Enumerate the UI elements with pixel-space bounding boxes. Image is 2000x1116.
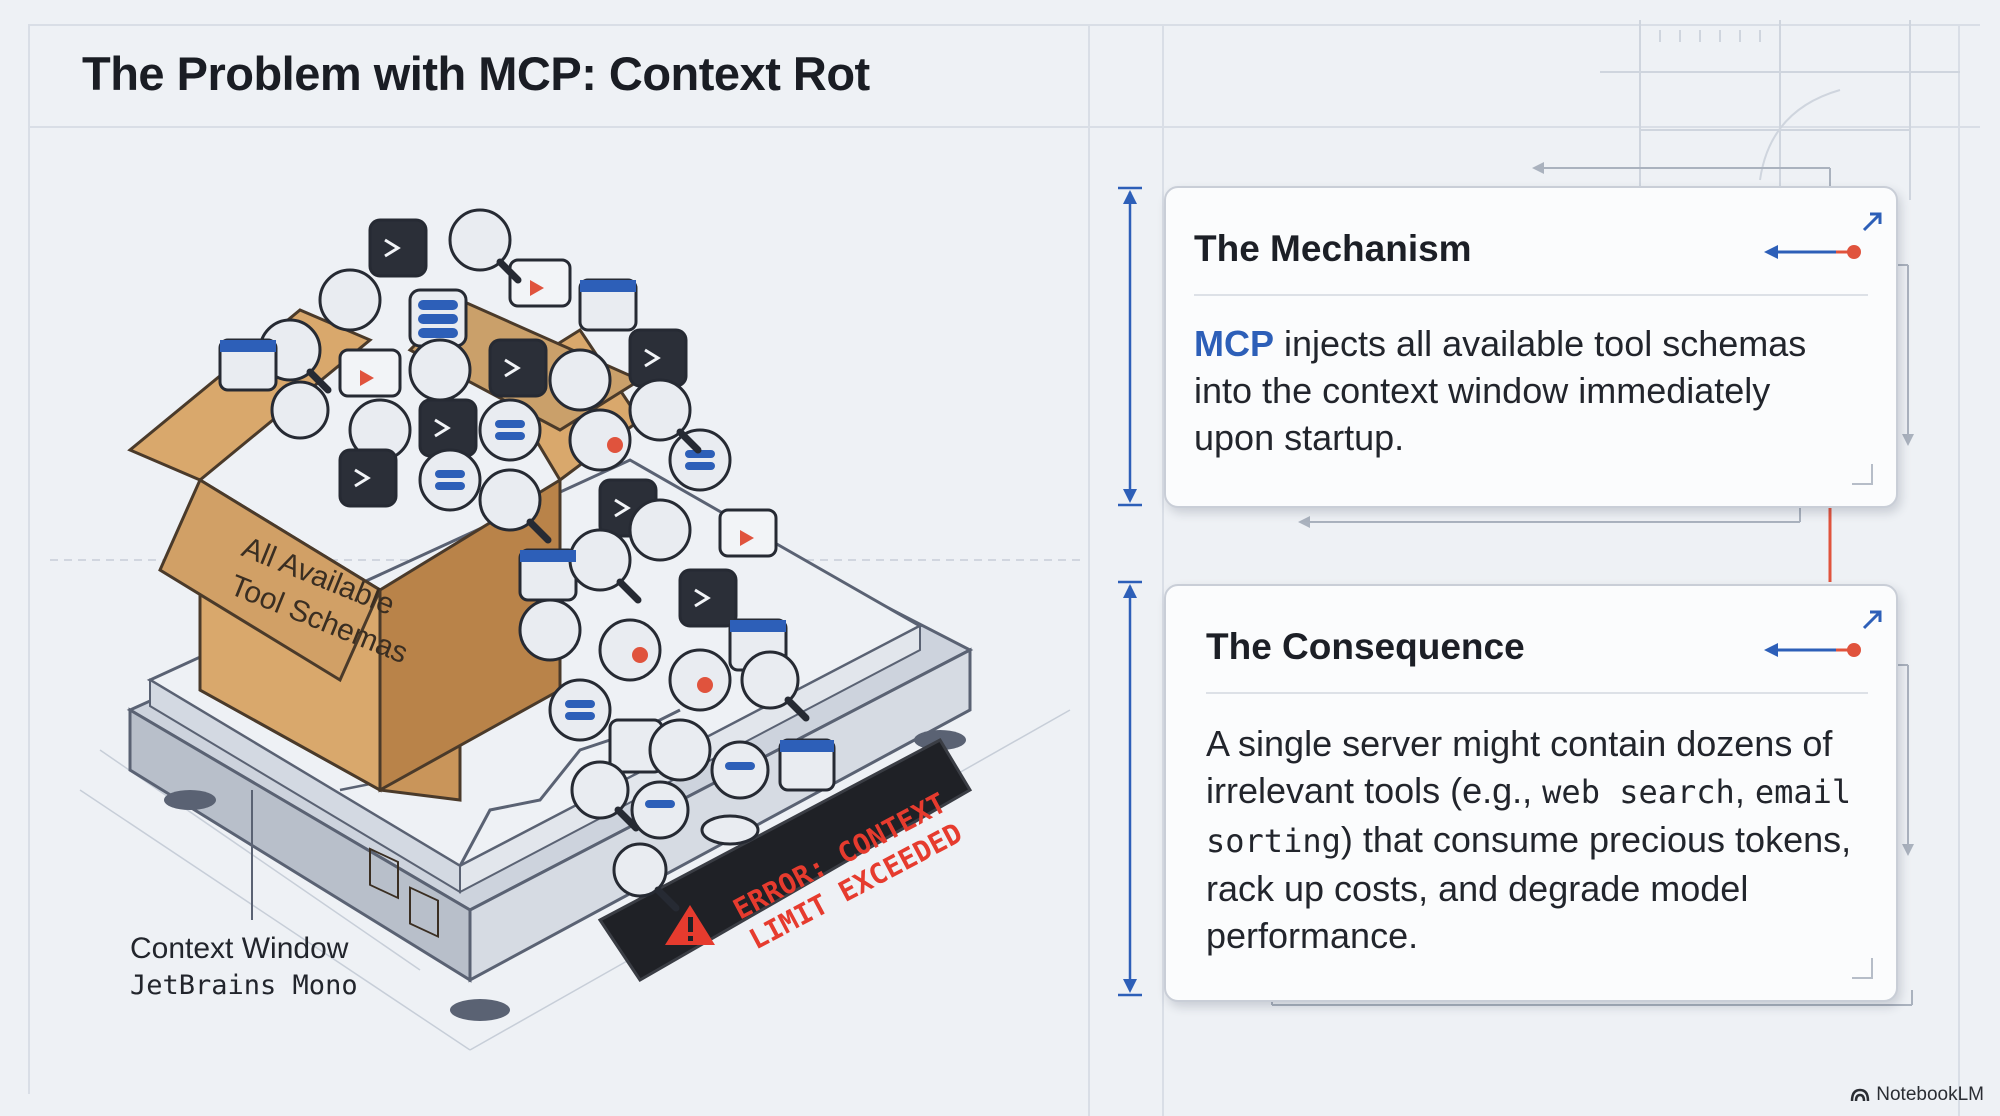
notebooklm-brand: NotebookLM: [1850, 1084, 1984, 1106]
gear-icon: [648, 718, 712, 782]
consequence-text-1: A single server might contain dozens of …: [1206, 723, 1833, 811]
page-title: The Problem with MCP: Context Rot: [82, 47, 870, 100]
database-icon: [478, 398, 542, 462]
mail-icon: [508, 258, 572, 308]
context-rot-illustration: ERROR: CONTEXT LIMIT EXCEEDED All Availa…: [50, 208, 1080, 1051]
column-divider-2: [1162, 24, 1164, 1116]
gear-icon: [628, 498, 692, 562]
font-sublabel: JetBrains Mono: [130, 970, 358, 1001]
header-divider: [28, 126, 1980, 128]
search-icon: [478, 468, 542, 532]
context-window-label: Context Window: [130, 932, 349, 965]
link-arrow-icon: [1764, 212, 1882, 259]
gear-icon: [548, 348, 612, 412]
mechanism-card: The Mechanism MCP injects all available …: [1164, 186, 1898, 508]
cardboard-box: All Available Tool Schemas: [127, 298, 644, 939]
card-connectors: [1118, 162, 1914, 1006]
search-icon: [570, 760, 630, 820]
consequence-text-2: ,: [1734, 770, 1755, 811]
mechanism-text: injects all available tool schemas into …: [1194, 323, 1807, 458]
frame-line-top: [28, 24, 1980, 26]
consequence-body: A single server might contain dozens of …: [1206, 720, 1876, 959]
database-icon: [418, 448, 482, 512]
card-divider: [1194, 294, 1868, 296]
blueprint-decoration: [1600, 20, 1960, 200]
warning-icon: [665, 905, 715, 945]
frame-line-right: [1958, 24, 1960, 1116]
consequence-heading: The Consequence: [1206, 626, 1525, 667]
database-icon: [630, 780, 690, 840]
search-icon: [740, 650, 800, 710]
search-icon: [448, 208, 512, 272]
link-arrow-icon: [1764, 610, 1882, 657]
tool-icons-pile: [218, 208, 836, 912]
card-divider: [1206, 692, 1868, 694]
frame-line-left: [28, 24, 30, 1094]
column-divider: [1088, 24, 1090, 1116]
search-icon: [612, 842, 668, 898]
corner-mark: [1852, 958, 1873, 979]
mail-icon: [338, 348, 402, 398]
consequence-card: The Consequence A single server might co…: [1164, 584, 1898, 1002]
mcp-highlight: MCP: [1194, 323, 1274, 364]
bug-icon: [270, 380, 330, 440]
gear-icon: [318, 268, 382, 332]
code-web-search: web search: [1542, 773, 1735, 811]
mail-icon: [718, 508, 778, 558]
database-icon: [668, 428, 732, 492]
notebooklm-logo-icon: [1851, 1088, 1870, 1102]
corner-mark: [1852, 464, 1873, 485]
search-icon: [628, 378, 692, 442]
code-email-sorting: email sorting: [1206, 773, 1852, 860]
consequence-text-3: ) that consume precious tokens, rack up …: [1206, 819, 1852, 956]
mechanism-body: MCP injects all available tool schemas i…: [1194, 320, 1854, 461]
brand-name: NotebookLM: [1876, 1084, 1984, 1105]
gear-icon: [700, 814, 760, 846]
cogs-icon: [598, 618, 662, 682]
clock-icon: [408, 338, 472, 402]
database-icon: [548, 678, 612, 742]
mechanism-heading: The Mechanism: [1194, 228, 1472, 269]
gear-icon: [518, 598, 582, 662]
cogs-icon: [568, 408, 632, 472]
